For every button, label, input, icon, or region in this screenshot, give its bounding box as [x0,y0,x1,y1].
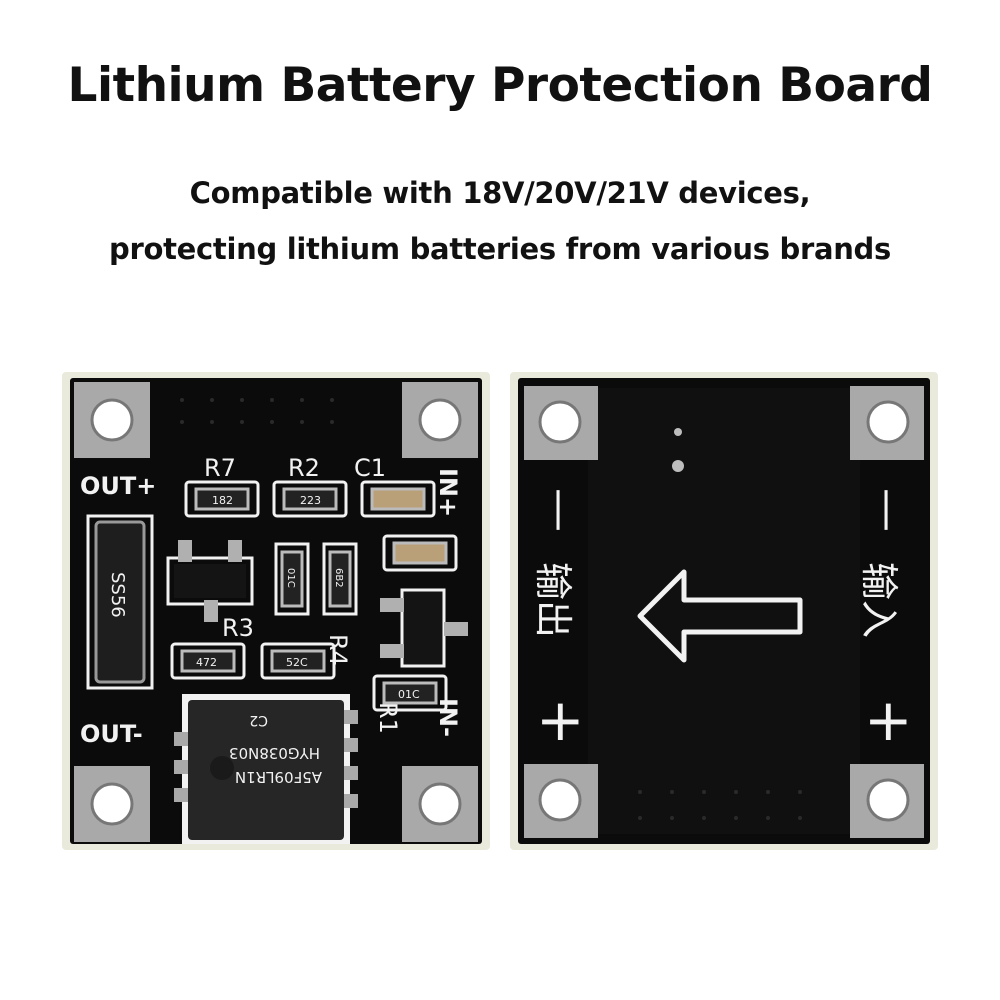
svg-text:182: 182 [212,494,233,507]
svg-text:01C: 01C [285,568,296,588]
back-minus-left: — [535,488,586,532]
resistor-r2: 223 [272,480,348,518]
capacitor-c2 [382,534,458,572]
back-plus-left: + [536,686,585,754]
label-r1: R1 [374,702,402,734]
mosfet-chip: C2 HYG038N03 A5F09LR1N [174,694,358,844]
subtitle-line-1: Compatible with 18V/20V/21V devices, [189,176,811,210]
label-input-cn: 输入 [857,562,901,638]
svg-text:C2: C2 [249,712,268,728]
back-minus-right: — [863,488,914,532]
resistor-vertical-b: 6B2 [322,542,358,616]
arrow-left-icon [637,569,803,663]
svg-text:SS56: SS56 [107,572,128,618]
capacitor-c1 [360,480,436,518]
transistor-q1 [166,540,254,622]
svg-text:472: 472 [196,656,217,669]
svg-text:HYG038N03: HYG038N03 [229,744,320,762]
svg-text:A5F09LR1N: A5F09LR1N [235,768,322,786]
front-board-image: OUT+ OUT- IN+ IN- R7 R2 C1 R3 R4 R1 182 … [62,372,490,850]
transistor-q2 [380,588,468,668]
back-plus-right: + [864,686,913,754]
label-in-minus: IN- [434,698,462,737]
subtitle-line-2: protecting lithium batteries from variou… [109,232,891,266]
label-r2: R2 [288,454,320,482]
label-out-plus: OUT+ [80,472,156,500]
label-in-plus: IN+ [434,468,462,517]
via [672,460,684,472]
resistor-r7: 182 [184,480,260,518]
mount-pad-top-left [524,386,598,460]
mount-pad-bottom-right [402,766,478,842]
label-r3: R3 [222,614,254,642]
svg-text:223: 223 [300,494,321,507]
mount-pad-top-left [74,382,150,458]
via-dots [638,790,802,820]
copper-pour [588,388,860,834]
label-r4: R4 [324,634,352,666]
resistor-r1: 01C [372,674,448,712]
via [674,428,682,436]
resistor-r3: 472 [170,642,246,680]
page-title: Lithium Battery Protection Board [67,58,933,113]
svg-text:52C: 52C [286,656,308,669]
label-c1: C1 [354,454,386,482]
mount-pad-bottom-left [74,766,150,842]
label-r7: R7 [204,454,236,482]
label-out-minus: OUT- [80,720,143,748]
svg-text:6B2: 6B2 [333,568,344,588]
resistor-vertical-a: 01C [274,542,310,616]
svg-text:01C: 01C [398,688,420,701]
label-output-cn: 输出 [531,562,575,638]
via-dots [180,398,334,424]
resistor-52c: 52C [260,642,336,680]
back-board-image: — — 输出 输入 + + [510,372,938,850]
diode-ss56: SS56 [86,514,154,690]
mount-pad-top-right [402,382,478,458]
mount-pad-bottom-right [850,764,924,838]
mount-pad-bottom-left [524,764,598,838]
mount-pad-top-right [850,386,924,460]
